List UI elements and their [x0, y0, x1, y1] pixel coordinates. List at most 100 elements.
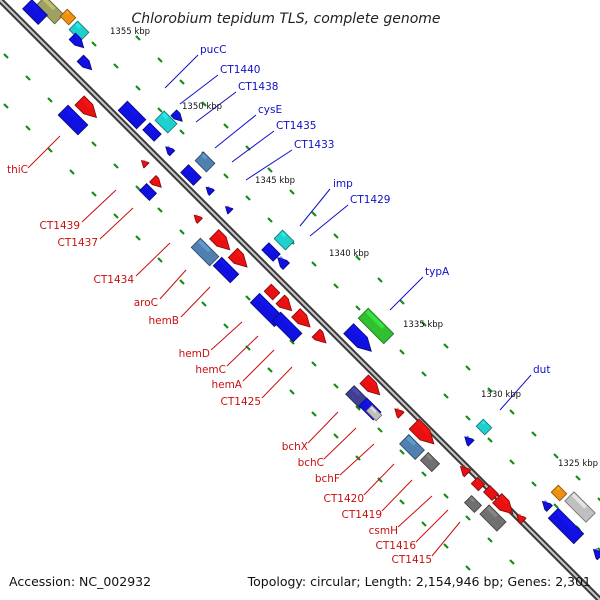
gene-feature [180, 164, 202, 186]
gene-label-forward: CT1429 [350, 194, 390, 206]
leader-line [214, 114, 257, 149]
scale-label: 1350 kbp [182, 102, 222, 112]
tick-mark [135, 85, 141, 91]
tick-mark [487, 387, 493, 393]
tick-mark [25, 75, 31, 81]
gene-feature [76, 54, 93, 71]
tick-mark [509, 409, 515, 415]
leader-line [245, 149, 293, 181]
tick-mark [69, 169, 75, 175]
tick-mark [25, 125, 31, 131]
leader-line [415, 509, 449, 543]
gene-feature [140, 159, 150, 169]
gene-feature [261, 242, 281, 262]
gene-feature [550, 484, 568, 502]
gene-label-reverse: CT1419 [342, 509, 382, 521]
gene-label-reverse: csmH [369, 525, 398, 537]
leader-line [135, 242, 171, 277]
tick-mark [421, 521, 427, 527]
leader-line [339, 443, 375, 476]
gene-label-reverse: hemA [211, 379, 242, 391]
tick-mark [443, 493, 449, 499]
gene-feature [343, 323, 372, 352]
tick-mark [113, 163, 119, 169]
tick-mark [443, 343, 449, 349]
gene-feature [475, 418, 493, 436]
gene-label-reverse: hemB [148, 315, 179, 327]
tick-mark [597, 547, 600, 552]
gene-feature [224, 205, 234, 215]
gene-label-forward: typA [425, 266, 450, 278]
gene-feature [165, 145, 176, 157]
gene-label-reverse: thiC [7, 164, 28, 176]
leader-line [226, 335, 259, 367]
tick-mark [311, 361, 317, 367]
leader-line [363, 463, 395, 496]
gene-label-reverse: hemD [179, 348, 210, 360]
tick-mark [443, 543, 449, 549]
tick-mark [399, 299, 405, 305]
gene-feature [464, 435, 475, 447]
tick-mark [201, 301, 207, 307]
gene-feature [273, 229, 295, 251]
tick-mark [289, 189, 295, 195]
leader-line [164, 54, 199, 89]
gene-feature [399, 434, 425, 460]
gene-feature [154, 110, 178, 134]
gene-feature [311, 328, 327, 344]
gene-feature [419, 451, 441, 473]
tick-mark [377, 277, 383, 283]
tick-mark [3, 53, 9, 59]
tick-mark [465, 565, 471, 571]
tick-mark [223, 173, 229, 179]
tick-mark [267, 367, 273, 373]
leader-line [499, 374, 532, 411]
gene-label-reverse: bchF [315, 473, 340, 485]
gene-feature [541, 500, 553, 512]
gene-features [22, 0, 600, 561]
gene-label-forward: cysE [258, 104, 282, 116]
tick-mark [135, 35, 141, 41]
tick-mark [333, 233, 339, 239]
tick-mark [465, 365, 471, 371]
tick-mark [91, 41, 97, 47]
leader-line [159, 269, 187, 300]
gene-feature [149, 175, 162, 188]
gene-label-reverse: CT1434 [94, 274, 135, 286]
leader-line [27, 135, 61, 169]
tick-mark [135, 235, 141, 241]
leader-line [210, 321, 243, 351]
tick-mark [179, 229, 185, 235]
leader-line [381, 479, 413, 512]
scale-label: 1355 kbp [110, 27, 150, 37]
gene-label-reverse: hemC [195, 364, 226, 376]
gene-feature [564, 491, 596, 523]
tick-mark [157, 257, 163, 263]
tick-mark [245, 195, 251, 201]
gene-feature [35, 0, 65, 25]
gene-feature [291, 308, 311, 328]
gene-feature [271, 311, 303, 343]
gene-label-reverse: CT1439 [40, 220, 80, 232]
scale-label: 1330 kbp [481, 390, 521, 400]
scale-label: 1325 kbp [558, 459, 598, 469]
tick-mark [553, 503, 559, 509]
tick-mark [553, 453, 559, 459]
leader-line [261, 366, 293, 399]
gene-label-reverse: bchC [298, 457, 324, 469]
gene-feature [470, 476, 486, 492]
tick-mark [267, 167, 273, 173]
tick-mark [179, 279, 185, 285]
gene-feature [516, 513, 527, 525]
gene-feature [359, 374, 381, 396]
tick-mark [135, 185, 141, 191]
tick-mark [443, 393, 449, 399]
gene-label-forward: CT1438 [238, 81, 278, 93]
tick-mark [91, 191, 97, 197]
tick-mark [201, 101, 207, 107]
map-title: Chlorobium tepidum TLS, complete genome [131, 11, 440, 27]
leader-line [389, 276, 424, 311]
leader-line [431, 521, 461, 557]
tick-mark [113, 63, 119, 69]
